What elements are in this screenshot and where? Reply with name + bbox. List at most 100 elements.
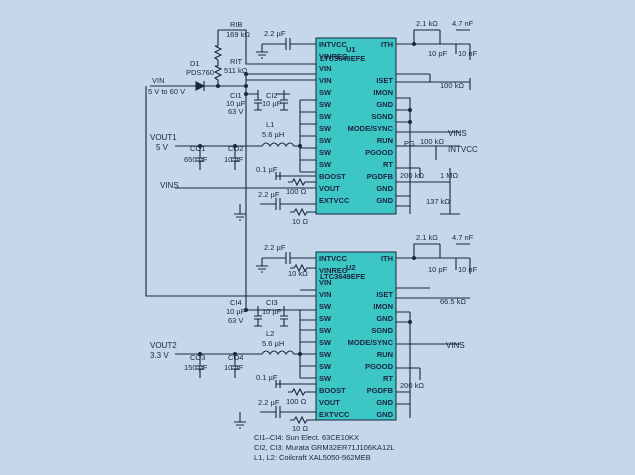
labels-u1: RIB 169 kΩ RIT 511 kΩ 2.2 µF D1 PDS760 V… xyxy=(148,19,478,226)
u2-left-pin-6: SW xyxy=(319,326,332,335)
label-ith1-c3: 10 nF xyxy=(458,49,478,58)
u2-right-pin-9: PGOOD xyxy=(365,362,394,371)
label-pg1-r: 100 kΩ xyxy=(420,137,444,146)
u1-right-pin-0: ITH xyxy=(381,40,393,49)
label-iset2-r: 66.5 kΩ xyxy=(440,297,466,306)
label-boost1-r: 100 Ω xyxy=(286,187,307,196)
label-ci4: CI4 xyxy=(230,298,242,307)
u2-right-pin-8: RUN xyxy=(377,350,393,359)
label-vout1-voltage: 5 V xyxy=(156,143,169,152)
label-co3-value: 150 µF xyxy=(184,363,208,372)
u2-left-pin-12: VOUT xyxy=(319,398,340,407)
label-rt2: 200 kΩ xyxy=(400,381,424,390)
label-ith1-c: 4.7 nF xyxy=(452,19,474,28)
ic-u1 xyxy=(315,37,397,215)
label-vout2: VOUT2 xyxy=(150,341,177,350)
label-cap-intvcc1: 2.2 µF xyxy=(264,29,286,38)
u2-left-pin-2: VIN xyxy=(319,278,332,287)
label-co4-value: 10 µF xyxy=(224,363,244,372)
label-vout1: VOUT1 xyxy=(150,133,177,142)
u2-left-pin-11: BOOST xyxy=(319,386,346,395)
u2-left-pin-13: EXTVCC xyxy=(319,410,350,419)
u2-left-pin-8: SW xyxy=(319,350,332,359)
label-co2-value: 10 µF xyxy=(224,155,244,164)
u1-left-pin-1: VINREG xyxy=(319,52,348,61)
labels-u2: 2.2 µF 10 kΩ CI4 10 µF 63 V CI3 10 µF L2… xyxy=(150,233,478,433)
label-co3: CO3 xyxy=(190,353,205,362)
label-vins1: VINS xyxy=(160,181,179,190)
component-notes: CI1–CI4: Sun Elect. 63CE10KX CI2, CI3: M… xyxy=(254,433,395,462)
u2-right-pin-10: RT xyxy=(383,374,393,383)
u2-left-pin-3: VIN xyxy=(319,290,332,299)
u1-left-pin-11: BOOST xyxy=(319,172,346,181)
u1-left-pin-6: SW xyxy=(319,112,332,121)
label-rit: RIT xyxy=(230,57,243,66)
label-ci3: CI3 xyxy=(266,298,278,307)
label-d1-part: PDS760 xyxy=(186,68,214,77)
u2-left-pin-10: SW xyxy=(319,374,332,383)
label-rit-value: 511 kΩ xyxy=(224,66,248,75)
u1-right-pin-9: PGOOD xyxy=(365,148,394,157)
ic-u1-part: LTC3649EFE xyxy=(320,54,365,63)
label-extvcc2-cap: 2.2 µF xyxy=(258,398,280,407)
label-d1: D1 xyxy=(190,59,200,68)
u1-left-pin-7: SW xyxy=(319,124,332,133)
junction-dots xyxy=(198,42,416,356)
label-co1: CO1 xyxy=(190,144,205,153)
u1-right-pin-8: RUN xyxy=(377,136,393,145)
label-ith2-c: 4.7 nF xyxy=(452,233,474,242)
label-ci2-value: 10 µF xyxy=(262,99,282,108)
label-vinreg2-r: 10 kΩ xyxy=(288,269,308,278)
u1-right-pin-11: PGDFB xyxy=(367,172,394,181)
label-ci3-value: 10 µF xyxy=(262,307,282,316)
label-pg1: PG xyxy=(404,139,415,148)
label-run1-vins: VINS xyxy=(448,129,467,138)
ic-u1-name: U1 xyxy=(346,45,356,54)
label-cap-intvcc2: 2.2 µF xyxy=(264,243,286,252)
ic-u2 xyxy=(315,251,397,421)
label-extvcc1-r: 10 Ω xyxy=(292,217,308,226)
u1-left-pin-9: SW xyxy=(319,148,332,157)
label-co2: CO2 xyxy=(228,144,243,153)
u1-right-pin-5: GND xyxy=(376,100,393,109)
u1-right-pin-3: ISET xyxy=(376,76,393,85)
u1-left-pin-0: INTVCC xyxy=(319,40,348,49)
label-l1-value: 5.6 µH xyxy=(262,130,284,139)
u2-right-pin-12: GND xyxy=(376,398,393,407)
label-ci4-value: 10 µF xyxy=(226,307,246,316)
u1-left-pin-13: EXTVCC xyxy=(319,196,350,205)
u1-right-pin-4: IMON xyxy=(373,88,393,97)
label-extvcc1-cap: 2.2 µF xyxy=(258,190,280,199)
u1-left-pin-12: VOUT xyxy=(319,184,340,193)
u2-right-pin-4: IMON xyxy=(373,302,393,311)
u2-right-pin-5: GND xyxy=(376,314,393,323)
label-ci4-voltage: 63 V xyxy=(228,316,243,325)
u2-right-pin-6: SGND xyxy=(371,326,393,335)
label-ci1-value: 10 µF xyxy=(226,99,246,108)
label-boost2-r: 100 Ω xyxy=(286,397,307,406)
u2-left-pin-0: INTVCC xyxy=(319,254,348,263)
label-l1: L1 xyxy=(266,120,274,129)
label-ith2-r: 2.1 kΩ xyxy=(416,233,438,242)
u2-left-pin-1: VINREG xyxy=(319,266,348,275)
ic-u2-part: LTC3649EFE xyxy=(320,272,365,281)
u1-left-pin-3: VIN xyxy=(319,76,332,85)
label-vin: VIN xyxy=(152,76,165,85)
label-co4: CO4 xyxy=(228,353,243,362)
u2-right-pin-13: GND xyxy=(376,410,393,419)
u2-right-pin-11: PGDFB xyxy=(367,386,394,395)
label-rib: RIB xyxy=(230,20,243,29)
label-pg1-intvcc: INTVCC xyxy=(448,145,478,154)
u1-right-pin-7: MODE/SYNC xyxy=(348,124,394,133)
u2-left-pin-9: SW xyxy=(319,362,332,371)
label-l2-value: 5.6 µH xyxy=(262,339,284,348)
u2-right-pin-0: ITH xyxy=(381,254,393,263)
u1-right-pin-6: SGND xyxy=(371,112,393,121)
label-extvcc2-r: 10 Ω xyxy=(292,424,308,433)
label-pgdfb1-r: 1 MΩ xyxy=(440,171,459,180)
label-rib-value: 169 kΩ xyxy=(226,30,250,39)
u1-left-pin-10: SW xyxy=(319,160,332,169)
label-ith1-c2: 10 pF xyxy=(428,49,448,58)
u2-right-pin-7: MODE/SYNC xyxy=(348,338,394,347)
